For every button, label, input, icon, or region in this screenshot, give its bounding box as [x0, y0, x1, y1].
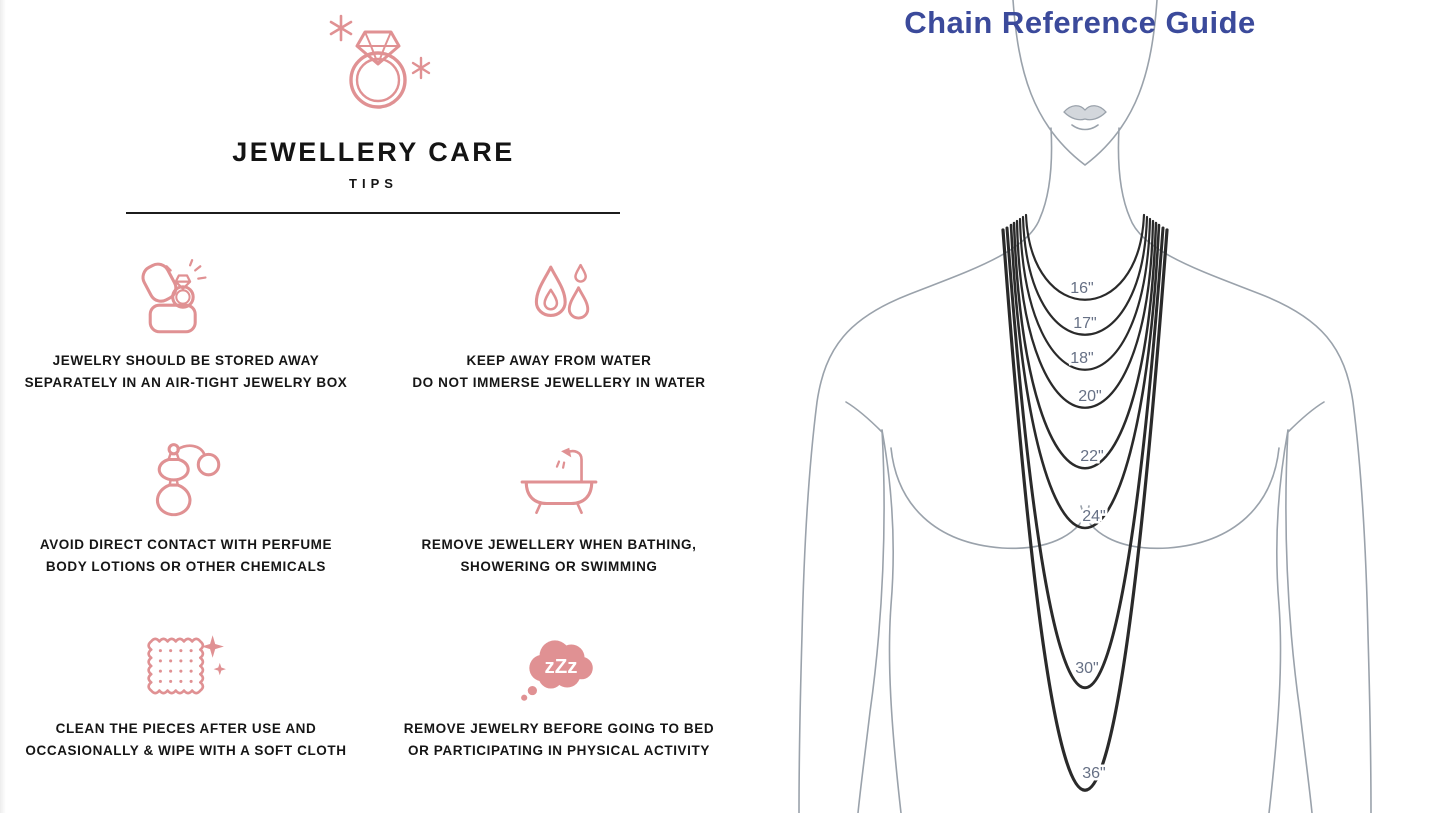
- jewellery-care-panel: JEWELLERY CARE TIPS: [6, 0, 746, 813]
- ring-box-icon: [140, 250, 232, 346]
- necklace-chain-18in: [1018, 217, 1152, 371]
- figure-outline: [798, 0, 1372, 813]
- tip-line: SHOWERING OR SWIMMING: [460, 558, 658, 574]
- tip-text: CLEAN THE PIECES AFTER USE AND OCCASIONA…: [25, 718, 346, 761]
- tip-text: KEEP AWAY FROM WATER DO NOT IMMERSE JEWE…: [412, 350, 705, 393]
- tip-line: AVOID DIRECT CONTACT WITH PERFUME: [39, 537, 333, 552]
- sleep-cloud-icon: zZz: [516, 618, 602, 714]
- tip-line: CLEAN THE PIECES AFTER USE AND: [55, 721, 317, 736]
- water-drops-icon: [522, 250, 596, 346]
- necklace-chain-24in: [1009, 223, 1161, 529]
- tip-line: REMOVE JEWELRY BEFORE GOING TO BED: [403, 721, 715, 736]
- chain-reference-panel: 16" 17" 18" 20" 22" 24" 30" 36" Chain Re…: [770, 0, 1445, 813]
- necklace-chains: [1001, 213, 1169, 792]
- tip-line: OR PARTICIPATING IN PHYSICAL ACTIVITY: [408, 742, 710, 758]
- tip-text: REMOVE JEWELLERY WHEN BATHING, SHOWERING…: [421, 534, 696, 577]
- necklace-chain-22in: [1012, 221, 1158, 470]
- zzz-text: zZz: [545, 655, 578, 678]
- page-subtitle: TIPS: [349, 176, 398, 191]
- page-title: JEWELLERY CARE: [232, 137, 515, 167]
- torso-figure-illustration: 16" 17" 18" 20" 22" 24" 30" 36": [798, 0, 1372, 813]
- chain-length-label-20: 20": [1078, 388, 1101, 405]
- chain-length-label-36: 36": [1082, 765, 1105, 782]
- tip-line: REMOVE JEWELLERY WHEN BATHING,: [421, 537, 697, 552]
- chain-length-label-30: 30": [1075, 660, 1098, 677]
- care-tip-water: KEEP AWAY FROM WATER DO NOT IMMERSE JEWE…: [384, 246, 734, 430]
- care-tip-bathing: REMOVE JEWELLERY WHEN BATHING, SHOWERING…: [384, 430, 734, 614]
- necklace-chain-30in: [1005, 226, 1165, 690]
- care-tip-perfume: AVOID DIRECT CONTACT WITH PERFUME BODY L…: [11, 430, 361, 614]
- chain-length-label-18: 18": [1070, 350, 1093, 367]
- tips-grid: JEWELRY SHOULD BE STORED AWAY SEPARATELY…: [11, 246, 734, 798]
- care-tip-sleep: zZz REMOVE JEWELRY BEFORE GOING TO BED O…: [384, 614, 734, 798]
- tip-line: OCCASIONALLY & WIPE WITH A SOFT CLOTH: [25, 742, 347, 758]
- care-tip-storage: JEWELRY SHOULD BE STORED AWAY SEPARATELY…: [11, 246, 361, 430]
- chain-length-label-24: 24": [1082, 508, 1105, 525]
- tip-line: KEEP AWAY FROM WATER: [466, 353, 652, 368]
- tip-line: BODY LOTIONS OR OTHER CHEMICALS: [45, 558, 327, 574]
- cleaning-cloth-icon: [143, 618, 229, 714]
- tip-text: REMOVE JEWELRY BEFORE GOING TO BED OR PA…: [404, 718, 714, 761]
- tip-text: AVOID DIRECT CONTACT WITH PERFUME BODY L…: [40, 534, 332, 577]
- chain-length-label-17: 17": [1073, 315, 1096, 332]
- chain-length-label-16: 16": [1070, 280, 1093, 297]
- diamond-ring-icon: [313, 6, 443, 118]
- tip-line: SEPARATELY IN AN AIR-TIGHT JEWELRY BOX: [24, 374, 348, 390]
- necklace-chain-20in: [1015, 219, 1155, 409]
- necklace-chain-16in: [1024, 213, 1146, 301]
- tip-line: DO NOT IMMERSE JEWELLERY IN WATER: [412, 374, 706, 390]
- necklace-chain-17in: [1021, 215, 1149, 336]
- tip-line: JEWELRY SHOULD BE STORED AWAY: [52, 353, 320, 368]
- necklace-chain-36in: [1001, 228, 1169, 792]
- care-tip-cleaning: CLEAN THE PIECES AFTER USE AND OCCASIONA…: [11, 614, 361, 798]
- left-edge-strip: [0, 0, 6, 813]
- tip-text: JEWELRY SHOULD BE STORED AWAY SEPARATELY…: [25, 350, 348, 393]
- divider-line: [126, 212, 620, 214]
- chain-guide-title: Chain Reference Guide: [904, 5, 1256, 40]
- bathtub-icon: [516, 434, 602, 530]
- chain-length-labels: 16" 17" 18" 20" 22" 24" 30" 36": [1068, 278, 1108, 785]
- lips: [1063, 105, 1107, 121]
- chain-length-label-22: 22": [1080, 448, 1103, 465]
- perfume-bottle-icon: [143, 434, 229, 530]
